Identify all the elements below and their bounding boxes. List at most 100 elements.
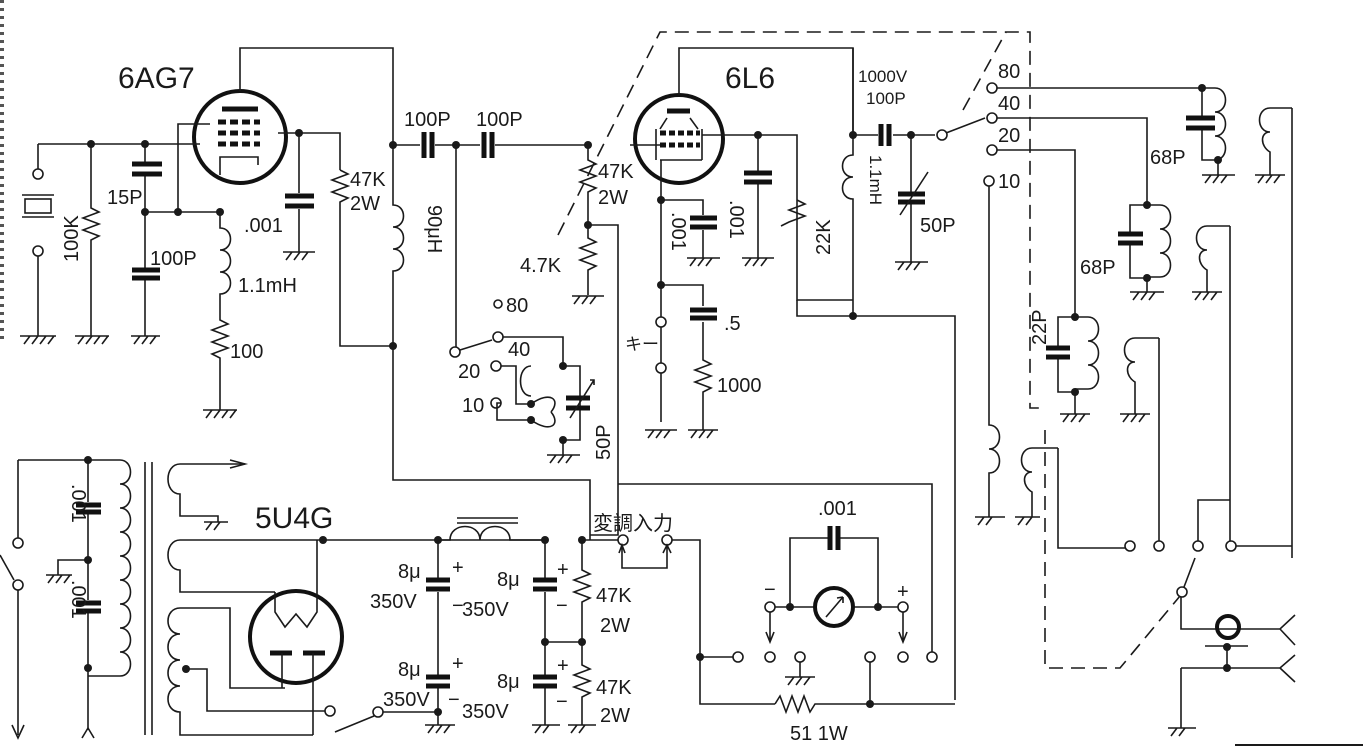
osc-band-40-contact[interactable] (492, 331, 504, 343)
tube-6l6 (633, 93, 725, 185)
hv-switch-common[interactable] (372, 706, 384, 718)
l-cathode-label: 1.1mH (238, 275, 297, 297)
l-plate-label: 90μH (423, 205, 445, 253)
power-switch-lever[interactable] (0, 554, 15, 581)
r-bias-label-2: 2W (598, 187, 628, 209)
page-edge-perforation (0, 0, 4, 340)
cap-psu-4-value: 8μ (497, 671, 520, 693)
minus-sign-4: − (556, 691, 568, 713)
r-bleed-2-power: 2W (600, 705, 630, 727)
cap-psu-1-value: 8μ (398, 561, 421, 583)
minus-sign-2: − (556, 595, 568, 617)
r-screen-label-2: 2W (350, 193, 380, 215)
meter-switch-contact-e[interactable] (897, 651, 909, 663)
c-line-label-1: .001 (67, 484, 89, 523)
c-tank-osc-label: 50P (593, 424, 615, 460)
r-cathode-label: 100 (230, 341, 263, 363)
meter-plus-terminal[interactable] (897, 601, 909, 613)
c-tune-label: 50P (920, 215, 956, 237)
meter-minus-terminal[interactable] (764, 601, 776, 613)
ant-contact-2[interactable] (1153, 540, 1165, 552)
osc-band-40-label: 40 (508, 339, 530, 361)
cap-psu-2-value: 8μ (497, 569, 520, 591)
c-key-label: .5 (724, 313, 741, 335)
ant-contact-3[interactable] (1192, 540, 1204, 552)
meter-switch-contact-a[interactable] (732, 651, 744, 663)
c-meter-label: .001 (818, 498, 857, 520)
mod-input-label: 変調入力 (593, 512, 673, 535)
ant-switch-common[interactable] (1176, 586, 1188, 598)
cap-psu-3-value: 8μ (398, 659, 421, 681)
out-band-10-contact[interactable] (983, 175, 995, 187)
r-grid-label: 100K (61, 215, 83, 262)
key-terminal-bottom[interactable] (655, 362, 667, 374)
r-bleed-1-power: 2W (600, 615, 630, 637)
c-out-label-1: 1000V (858, 67, 908, 86)
osc-band-80-label: 80 (506, 295, 528, 317)
power-switch-contact-bottom[interactable] (12, 579, 24, 591)
osc-band-80-contact[interactable] (493, 299, 503, 309)
tube-6ag7-label: 6AG7 (118, 62, 195, 95)
out-band-20-contact[interactable] (986, 144, 998, 156)
c-screen-label: .001 (244, 215, 283, 237)
out-band-10-label: 10 (998, 171, 1020, 193)
meter-switch-contact-f[interactable] (926, 651, 938, 663)
c-couple-label-1: 100P (404, 109, 451, 131)
c-20-label: 22P (1029, 309, 1051, 345)
plus-sign-1: + (452, 557, 464, 579)
hv-switch-contact[interactable] (324, 705, 336, 717)
tube-5u4g-envelope (248, 589, 344, 685)
crystal (22, 144, 54, 336)
r-key-label: 1000 (717, 375, 762, 397)
tube-6ag7 (192, 89, 288, 185)
tube-5u4g-label: 5U4G (255, 502, 333, 535)
r-bias-low-label: 4.7K (520, 255, 562, 277)
power-switch-contact-top[interactable] (12, 537, 24, 549)
r-screen-label-1: 47K (350, 169, 386, 191)
ant-contact-4[interactable] (1225, 540, 1237, 552)
cap-psu-2-voltage: 350V (462, 599, 509, 621)
out-band-80-contact[interactable] (986, 82, 998, 94)
out-band-40-label: 40 (998, 93, 1020, 115)
c-grid-label: 15P (107, 187, 143, 209)
tube-6ag7-envelope (192, 89, 288, 185)
c-6l6-cathode-label: .001 (667, 212, 689, 251)
ant-contact-1[interactable] (1124, 540, 1136, 552)
osc-band-20-label: 20 (458, 361, 480, 383)
out-band-20-label: 20 (998, 125, 1020, 147)
key-label: キー (625, 335, 659, 354)
c-couple-label-2: 100P (476, 109, 523, 131)
minus-sign-3: − (448, 689, 460, 711)
c-cathode-label: 100P (150, 248, 197, 270)
minus-sign-1: − (452, 595, 464, 617)
osc-band-20-contact[interactable] (490, 360, 502, 372)
key-terminal-top[interactable] (655, 316, 667, 328)
tube-6l6-label: 6L6 (725, 62, 775, 95)
meter-switch-contact-b[interactable] (764, 651, 776, 663)
cap-psu-1-voltage: 350V (370, 591, 417, 613)
tube-6l6-envelope (633, 93, 725, 185)
mod-input-terminal-1[interactable] (617, 534, 629, 546)
meter-switch-contact-c[interactable] (794, 651, 806, 663)
c-40-label: 68P (1080, 257, 1116, 279)
plus-sign-2: + (557, 559, 569, 581)
out-band-switch-common[interactable] (936, 129, 948, 141)
r-meter-label: 51 1W (790, 723, 848, 745)
osc-band-switch-common[interactable] (449, 346, 461, 358)
ground-symbols-osc (20, 251, 315, 419)
osc-band-10-label: 10 (462, 395, 484, 417)
plus-sign-4: + (557, 655, 569, 677)
meter-switch-contact-d[interactable] (864, 651, 876, 663)
c-out-label-2: 100P (866, 89, 906, 108)
r-bleed-2-value: 47K (596, 677, 632, 699)
r-bleed-1-value: 47K (596, 585, 632, 607)
out-band-40-contact[interactable] (986, 112, 998, 124)
cap-psu-3-voltage: 350V (383, 689, 430, 711)
out-band-80-label: 80 (998, 61, 1020, 83)
meter-minus-label: − (764, 579, 776, 601)
l-choke-label: 1.1mH (866, 155, 885, 205)
plus-sign-3: + (452, 653, 464, 675)
hv-switch-lever[interactable] (334, 715, 375, 733)
c-6l6-screen-label: .001 (725, 200, 747, 239)
